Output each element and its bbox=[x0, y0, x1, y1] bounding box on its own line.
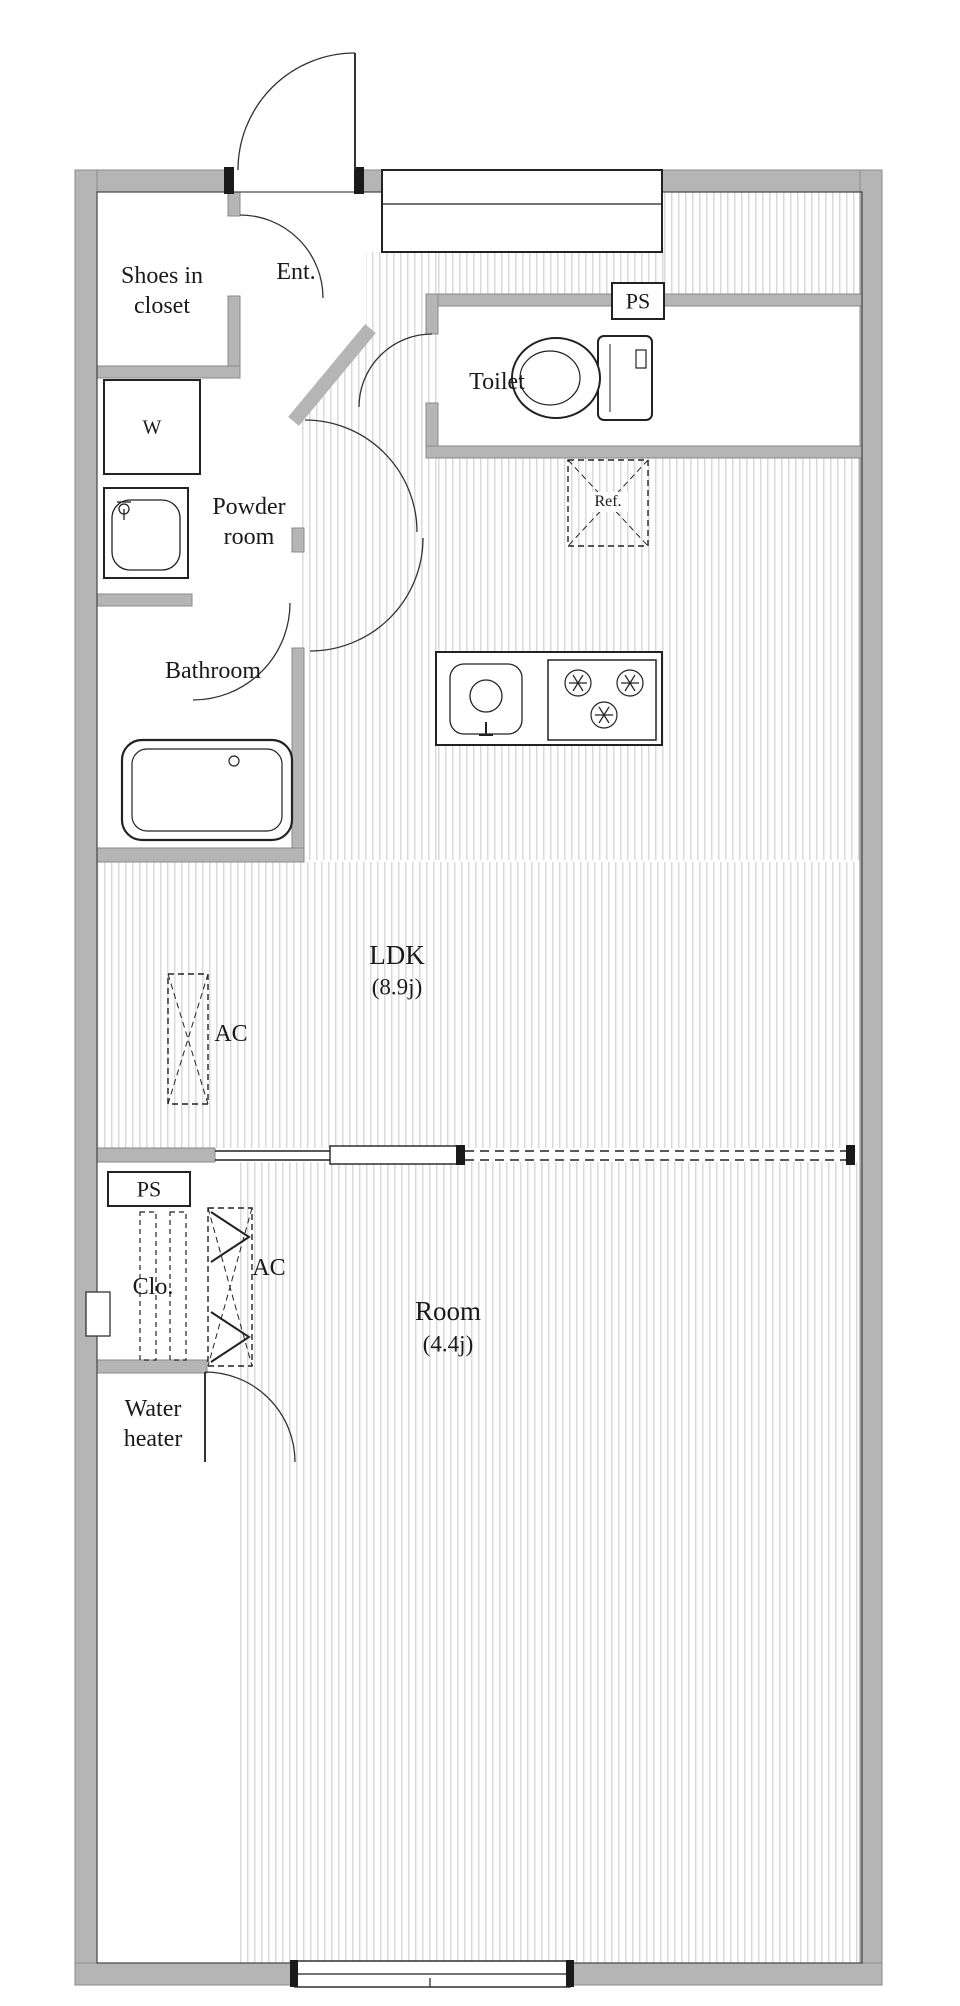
ac-unit-ldk bbox=[167, 973, 209, 1105]
window bbox=[294, 1960, 571, 1988]
wall-bath-bottom bbox=[96, 847, 305, 863]
entrance-floor bbox=[302, 252, 366, 416]
wall-waterheater-top bbox=[96, 1359, 208, 1374]
sliding-door-track bbox=[215, 1145, 848, 1165]
entrance-door bbox=[237, 52, 356, 171]
label-ac-ldk: AC bbox=[214, 1021, 248, 1047]
kitchen-counter bbox=[435, 651, 663, 746]
sliding-door-panel bbox=[329, 1145, 463, 1165]
ac-unit-room bbox=[207, 1207, 253, 1367]
wall-shoes-bottom bbox=[96, 365, 241, 379]
toilet-fixture bbox=[511, 335, 653, 421]
wall-powder-stub bbox=[291, 527, 305, 553]
wall-toilet-left-a bbox=[425, 293, 439, 335]
toilet-door bbox=[358, 333, 433, 408]
pipe-space-top-box bbox=[611, 282, 665, 320]
room-label-shoes-closet: Shoes in closet bbox=[120, 263, 204, 319]
pipe-space-bottom-box bbox=[107, 1171, 191, 1207]
wall-right bbox=[859, 169, 883, 1986]
bathroom-door bbox=[192, 602, 291, 701]
wall-niche bbox=[85, 1291, 111, 1337]
wall-diagonal bbox=[288, 324, 376, 426]
room-size-ldk: (8.9j) bbox=[371, 974, 423, 1000]
label-pipe-space-top: PS bbox=[625, 288, 651, 314]
powder-room-door bbox=[304, 419, 418, 533]
room-label-powder-room: Powder room bbox=[212, 494, 286, 550]
room-label-ldk: LDK bbox=[369, 940, 425, 971]
wall-bottom-left bbox=[74, 1962, 296, 1986]
doors bbox=[192, 52, 433, 1463]
wall-top-left bbox=[74, 169, 233, 193]
wall-bottom-right bbox=[569, 1962, 883, 1986]
room-label-bathroom: Bathroom bbox=[165, 658, 261, 684]
entry-porch bbox=[381, 169, 663, 253]
floor-stripes-hall-ne bbox=[664, 192, 862, 296]
room-size-room: (4.4j) bbox=[422, 1331, 474, 1357]
room-label-entrance: Ent. bbox=[276, 259, 316, 285]
powder-sink bbox=[103, 487, 189, 579]
room-label-toilet: Toilet bbox=[469, 369, 525, 395]
floor-stripes-ldk bbox=[97, 862, 862, 1148]
washing-machine-box bbox=[103, 379, 201, 475]
label-refrigerator: Ref. bbox=[594, 493, 622, 510]
wall-left bbox=[74, 169, 98, 1986]
wall-shoes-right-a bbox=[227, 191, 241, 217]
refrigerator-space bbox=[567, 459, 649, 547]
wall-bath-right bbox=[291, 647, 305, 861]
room-label-water-heater: Water heater bbox=[123, 1396, 183, 1452]
bathtub bbox=[120, 738, 294, 842]
door-jambs bbox=[224, 167, 855, 1987]
label-washing-machine: W bbox=[142, 416, 162, 439]
stove-burners bbox=[564, 669, 644, 729]
label-ac-room: AC bbox=[252, 1255, 286, 1281]
floor-stripes-room bbox=[240, 1162, 862, 1963]
label-pipe-space-bottom: PS bbox=[136, 1176, 162, 1202]
room-label-room: Room bbox=[414, 1296, 482, 1327]
closet-hanger bbox=[139, 1211, 187, 1361]
wall-toilet-bottom bbox=[425, 445, 863, 459]
water-heater-door bbox=[204, 1371, 296, 1463]
wall-bath-top bbox=[96, 593, 193, 607]
ldk-hall-door bbox=[309, 537, 424, 652]
room-label-closet: Clo. bbox=[132, 1274, 174, 1300]
shoes-closet-door bbox=[239, 214, 324, 299]
wall-divider-left bbox=[96, 1147, 216, 1163]
